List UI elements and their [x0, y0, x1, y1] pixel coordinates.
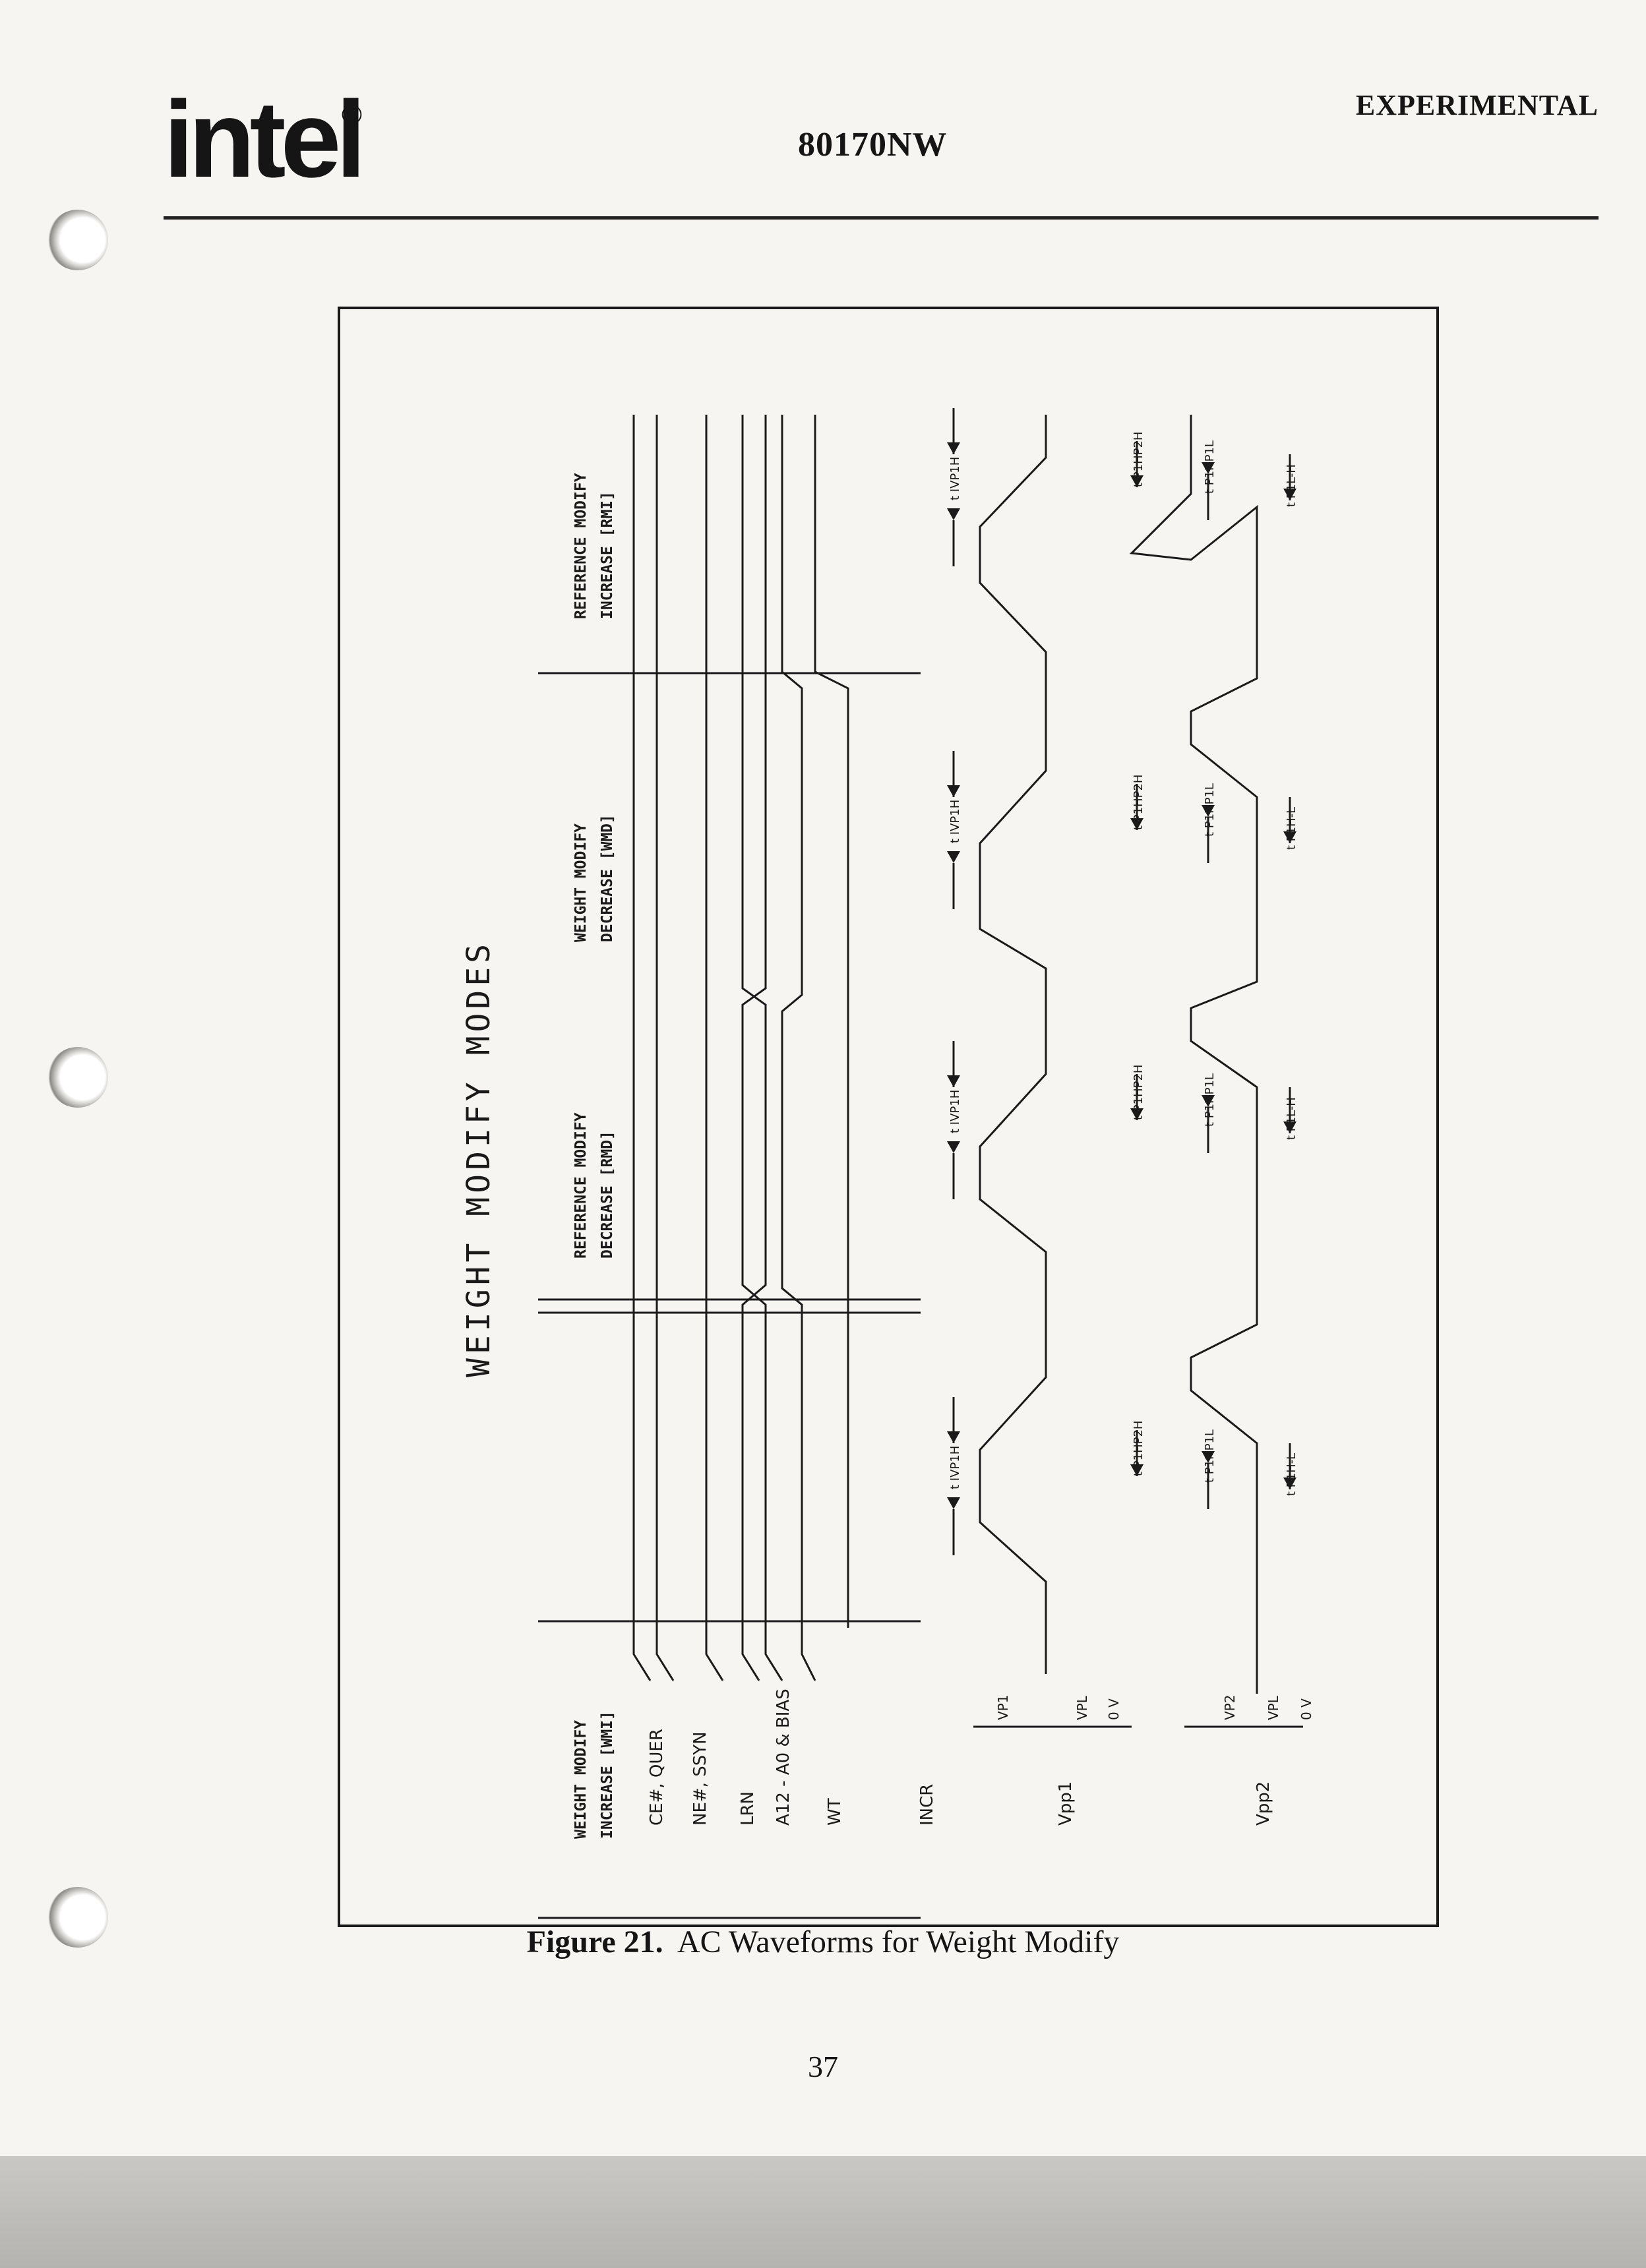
timing-arrow-ivp1h-end-wmi: [947, 1497, 960, 1555]
timing-label-p1hp1l: t P1HP1L: [1203, 783, 1217, 837]
page-number: 37: [808, 2050, 838, 2083]
timing-arrow-p1hp2h-rmi: [1130, 441, 1143, 487]
timing-label-ivp1h: t IVP1H: [948, 457, 962, 500]
timing-arrow-p1hp1l-rmi: [1202, 462, 1215, 520]
svg-text:INCREASE [WMI]: INCREASE [WMI]: [599, 1711, 616, 1839]
figure-caption: Figure 21. AC Waveforms for Weight Modif…: [0, 1924, 1646, 1960]
timing-arrow-p1lh-rmd: [1283, 1087, 1296, 1133]
timing-arrow-p1hp2h-wmi: [1130, 1430, 1143, 1476]
document-page: intel ® 80170NW EXPERIMENTAL WEIGHT MODI…: [0, 78, 1646, 2083]
binder-hole-top: [47, 210, 108, 270]
timing-label-p1hp1l: t P1HP1L: [1203, 1429, 1217, 1483]
timing-arrow-p1lh-wmi: [1283, 1443, 1296, 1489]
svg-text:WEIGHT MODIFY: WEIGHT MODIFY: [572, 823, 590, 942]
binder-hole-bottom: [47, 1887, 108, 1948]
trace-vpp2: [1129, 415, 1258, 1694]
signal-labels: CE#, QUER NE#, SSYN LRN A12 - A0 & BIAS …: [647, 1688, 1273, 1826]
trace-address-b: [741, 415, 783, 1681]
mode-label-wmi: WEIGHT MODIFY INCREASE [WMI]: [572, 1711, 616, 1839]
timing-arrow-ivp1h-end-wmd: [947, 851, 960, 909]
svg-text:WEIGHT MODIFY: WEIGHT MODIFY: [572, 1720, 590, 1839]
timing-label-p1hp2h: t P1HP2H: [1132, 1421, 1145, 1476]
timing-label-p1l-h: t P1L-H: [1285, 1097, 1298, 1140]
timing-arrow-p1lh-wmd: [1283, 797, 1296, 843]
signal-label-ne-ssyn: NE#, SSYN: [690, 1731, 710, 1826]
header-rule: [164, 216, 1599, 220]
svg-text:DECREASE [WMD]: DECREASE [WMD]: [599, 814, 616, 942]
timing-arrow-ivp1h-end-rmd: [947, 1141, 960, 1199]
status-label: EXPERIMENTAL: [1355, 89, 1599, 121]
timing-label-p1hp1l: t P1HP1L: [1203, 1073, 1217, 1127]
scan-bottom-edge: [0, 2156, 1646, 2268]
timing-label-p1l-h: t P1L-H: [1285, 464, 1298, 507]
level-labels: VP1 VPL 0 V VP2 VPL 0 V: [995, 1695, 1314, 1720]
signal-label-vpp2: Vpp2: [1254, 1781, 1273, 1826]
figure-title: WEIGHT MODIFY MODES: [460, 940, 497, 1377]
logo-registered-mark: ®: [342, 99, 362, 130]
svg-text:REFERENCE MODIFY: REFERENCE MODIFY: [572, 1112, 590, 1259]
signal-label-address-bias: A12 - A0 & BIAS: [774, 1688, 793, 1826]
timing-label-p1l-h: t P1H-L: [1285, 807, 1298, 850]
mode-label-rmd: REFERENCE MODIFY DECREASE [RMD]: [572, 1112, 616, 1259]
timing-arrow-p1hp2h-wmd: [1130, 784, 1143, 830]
timing-label-ivp1h: t IVP1H: [948, 1090, 962, 1133]
signal-label-lrn: LRN: [738, 1791, 758, 1826]
mode-separators: [538, 672, 921, 1919]
timing-arrow-p1hp2h-rmd: [1130, 1074, 1143, 1120]
timing-label-ivp1h: t IVP1H: [948, 1446, 962, 1489]
signal-label-ce-quer: CE#, QUER: [647, 1729, 667, 1826]
timing-label-p1hp1l: t P1HP1L: [1203, 440, 1217, 494]
mode-label-wmd: WEIGHT MODIFY DECREASE [WMD]: [572, 814, 616, 942]
timing-arrow-p1lh-rmi: [1283, 454, 1296, 500]
timing-label-p1hp2h: t P1HP2H: [1132, 432, 1145, 487]
timing-arrow-p1hp1l-rmd: [1202, 1095, 1215, 1153]
signal-label-vpp1: Vpp1: [1056, 1781, 1076, 1826]
trace-vpp1: [979, 415, 1047, 1674]
level-0v-1: 0 V: [1106, 1698, 1122, 1720]
timing-label-p1hp2h: t P1HP2H: [1132, 1065, 1145, 1120]
timing-label-ivp1h: t IVP1H: [948, 800, 962, 843]
document-title: 80170NW: [798, 126, 948, 164]
waveform-figure: WEIGHT MODIFY MODES WEIGHT MODIFY INCREA…: [338, 307, 1439, 1927]
timing-label-p1hp2h: t P1HP2H: [1132, 775, 1145, 830]
signal-label-wt: WT: [825, 1798, 845, 1826]
signal-label-incr: INCR: [917, 1784, 937, 1826]
intel-logo: intel ®: [164, 78, 366, 200]
timing-arrow-p1hp1l-wmd: [1202, 805, 1215, 863]
timing-markers: t IVP1H t P1HP2H t P1HP1L t P1L-H t IVP1H t P…: [947, 408, 1298, 1555]
figure-number: Figure 21.: [526, 1925, 663, 1959]
trace-address-a: [741, 415, 767, 1681]
logo-text: intel: [164, 78, 361, 200]
level-0v-2: 0 V: [1298, 1698, 1314, 1720]
mode-label-rmi: REFERENCE MODIFY INCREASE [RMI]: [572, 473, 616, 619]
trace-incr: [814, 415, 849, 1628]
timing-label-p1l-h: t P1H-L: [1285, 1453, 1298, 1496]
svg-text:REFERENCE MODIFY: REFERENCE MODIFY: [572, 473, 590, 619]
trace-ne-ssyn: [655, 415, 675, 1681]
level-vpl-1: VPL: [1074, 1695, 1090, 1720]
timing-arrow-p1hp1l-wmi: [1202, 1451, 1215, 1509]
binder-hole-middle: [47, 1047, 108, 1108]
waveform-diagram: WEIGHT MODIFY MODES WEIGHT MODIFY INCREA…: [460, 408, 1314, 1919]
level-vp1: VP1: [995, 1695, 1011, 1720]
timing-arrow-ivp1h-rmi: [947, 408, 960, 454]
timing-arrow-ivp1h-wmi: [947, 1397, 960, 1443]
trace-wt: [781, 415, 816, 1681]
svg-text:INCREASE [RMI]: INCREASE [RMI]: [599, 491, 616, 619]
signal-traces: [632, 415, 1303, 1728]
timing-arrow-ivp1h-rmd: [947, 1041, 960, 1087]
timing-arrow-ivp1h-end-rmi: [947, 508, 960, 566]
level-vp2: VP2: [1222, 1695, 1238, 1720]
svg-text:DECREASE [RMD]: DECREASE [RMD]: [599, 1131, 616, 1259]
trace-ce-quer: [632, 415, 652, 1681]
timing-arrow-ivp1h-wmd: [947, 751, 960, 797]
trace-lrn: [705, 415, 724, 1681]
level-vpl-2: VPL: [1265, 1695, 1281, 1720]
figure-caption-text: AC Waveforms for Weight Modify: [677, 1925, 1120, 1959]
